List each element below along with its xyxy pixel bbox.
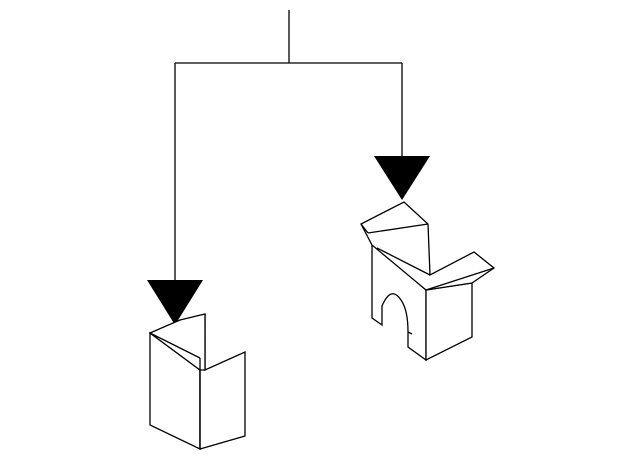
right-clip-side-face xyxy=(425,282,473,362)
down-arrow-icon xyxy=(374,156,430,200)
left-clip-side-face xyxy=(199,313,246,450)
leader-lines xyxy=(174,10,403,282)
left-clip-top-tab xyxy=(148,313,206,371)
right-clip-lip-fold xyxy=(367,223,429,234)
right-clip-top-ridge xyxy=(376,247,431,276)
left-clip-top-edge xyxy=(149,332,201,359)
right-clip-shoulder xyxy=(425,267,495,291)
right-clip-lip-edge xyxy=(360,223,369,234)
right-clip-inner-arch-edge xyxy=(407,331,413,335)
down-arrow-icon xyxy=(147,280,203,325)
right-clip-top-lip xyxy=(360,201,496,291)
left-clip xyxy=(148,313,246,451)
right-clip xyxy=(360,201,496,362)
right-clip-front-face xyxy=(371,243,427,362)
